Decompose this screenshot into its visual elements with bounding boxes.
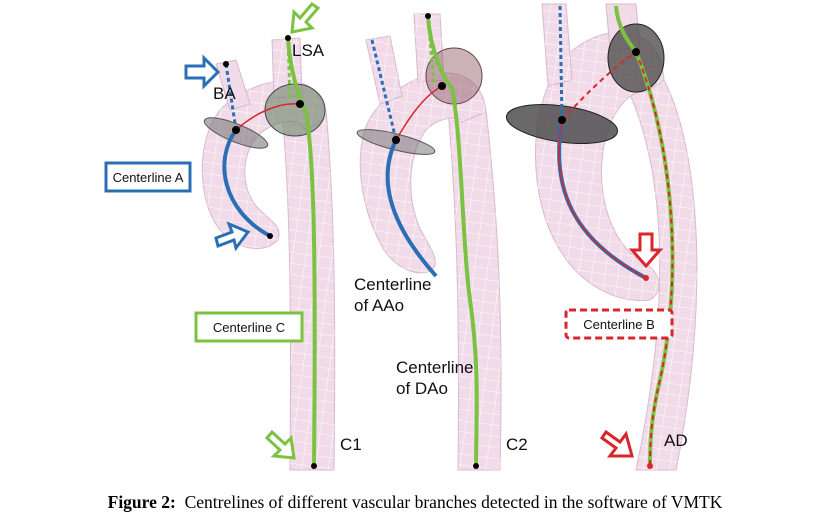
centerline-c-dashed-1 <box>286 37 292 101</box>
box-centerline-a <box>104 161 192 193</box>
node-2d <box>425 13 431 19</box>
centerline-red-link-1 <box>235 103 301 131</box>
node-1f <box>285 35 291 41</box>
figure-caption: Figure 2: Centrelines of different vascu… <box>0 492 830 513</box>
node-1e <box>311 463 317 469</box>
centerline-red-link-3 <box>561 51 637 121</box>
node-1c <box>223 61 229 67</box>
label-aao-line2: of AAo <box>354 296 404 315</box>
panel-3: Centerline B AD <box>505 3 698 471</box>
label-ba: BA <box>213 84 236 103</box>
arrow-b-end-icon <box>628 232 664 269</box>
caption-prefix: Figure 2: <box>107 492 176 512</box>
node-1d <box>267 233 273 239</box>
panel-2: Centerline of AAo Centerline of DAo C2 <box>354 13 528 471</box>
arrow-lsa-icon <box>290 2 321 34</box>
node-2b <box>438 82 446 90</box>
centerline-aao-blue <box>385 139 438 278</box>
centerline-dao-green <box>426 15 479 469</box>
node-1a <box>232 126 240 134</box>
node-3c <box>643 275 649 281</box>
arrow-ba-icon <box>184 54 221 90</box>
box-centerline-c <box>194 311 304 343</box>
cut-plane-lsa-1 <box>264 83 326 137</box>
node-3a <box>558 116 566 124</box>
cut-plane-3b <box>607 23 665 93</box>
vmtk-centerline-figure: LSA BA C1 Centerline A Centerline C Cent… <box>104 2 698 471</box>
node-2c <box>473 463 479 469</box>
caption-text: Centrelines of different vascular branch… <box>184 492 723 512</box>
label-dao-line1: Centerline <box>396 358 474 377</box>
node-2a <box>392 136 400 144</box>
box-centerline-b <box>564 308 674 340</box>
vessel-branch-ba-1 <box>215 59 251 111</box>
centerline-c-green-1 <box>286 37 317 469</box>
centerline-2-dashed-green <box>426 15 436 85</box>
centerline-red-link-2 <box>395 85 443 141</box>
arrow-c1-icon <box>264 429 296 460</box>
label-ad: AD <box>664 431 688 450</box>
panel-1: LSA BA C1 Centerline A Centerline C <box>104 2 362 471</box>
label-c2: C2 <box>506 435 528 454</box>
arrow-a-end-icon <box>214 221 251 252</box>
node-3b <box>632 48 640 56</box>
node-1b <box>296 100 304 108</box>
centerline-b-red <box>558 119 647 279</box>
node-3d <box>647 463 653 469</box>
box-centerline-c-text: Centerline C <box>213 320 285 335</box>
box-centerline-a-text: Centerline A <box>113 170 184 185</box>
label-aao-line1: Centerline <box>354 275 432 294</box>
centerline-2-dashed-blue <box>370 39 398 141</box>
centerline-3-dashed-blue <box>558 5 564 121</box>
label-lsa: LSA <box>292 41 325 60</box>
centerline-a-blue-1 <box>222 128 271 238</box>
label-dao-line2: of DAo <box>396 379 448 398</box>
label-c1: C1 <box>340 435 362 454</box>
arrow-ad-icon <box>599 429 634 458</box>
box-centerline-b-text: Centerline B <box>583 317 655 332</box>
